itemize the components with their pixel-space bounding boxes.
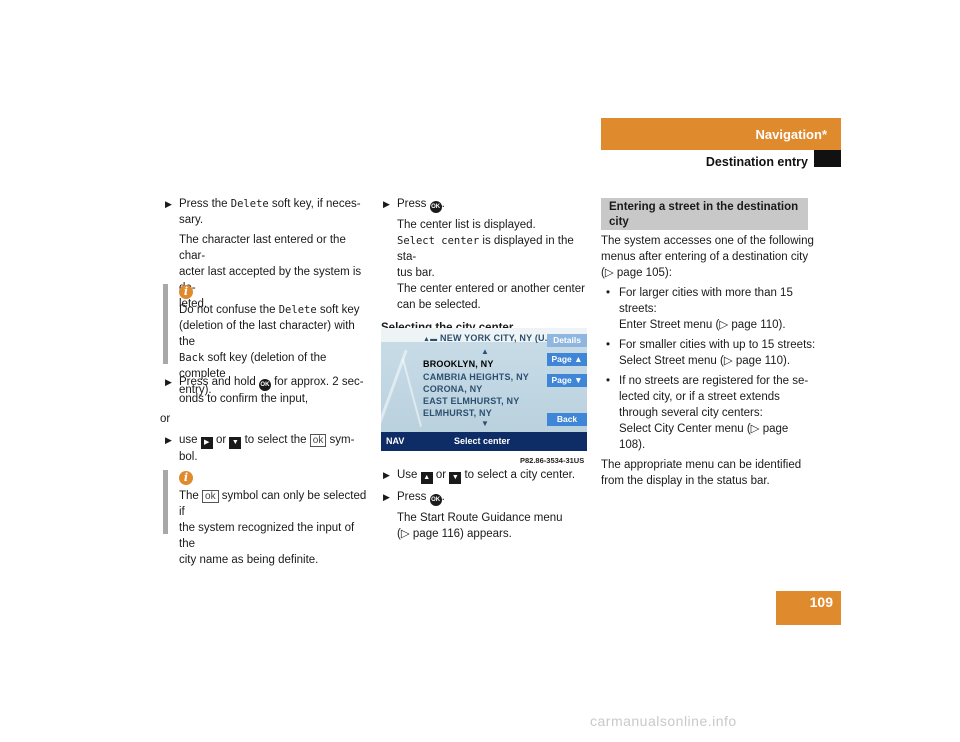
page-ref-icon: ▷ xyxy=(719,319,729,331)
step-arrow-icon: ▶ xyxy=(383,470,390,480)
step-arrow-icon: ▶ xyxy=(383,199,390,209)
bullet-icon: • xyxy=(606,375,611,387)
step-select-center: ▶ Use ▲ or ▼ to select a city center. xyxy=(381,467,591,484)
ok-symbol: ok xyxy=(309,434,327,447)
column-1-lower: ▶ Press and hold OK for approx. 2 sec- o… xyxy=(160,374,373,465)
display-screenshot: ▲▬ NEW YORK CITY, NY (U... ▲ BROOKLYN, N… xyxy=(381,328,587,451)
column-3: The system accesses one of the following… xyxy=(601,233,816,489)
up-button-icon: ▲ xyxy=(420,472,433,484)
header-marker xyxy=(814,150,841,167)
header-subtitle: Destination entry xyxy=(705,155,808,169)
softkey-details: Details xyxy=(547,334,587,347)
display-list-item: EAST ELMHURST, NY xyxy=(423,396,520,406)
step-arrow-icon: ▶ xyxy=(165,377,172,387)
info-note-2: i The ok symbol can only be selected if … xyxy=(163,470,373,566)
display-top-city: ▲▬ NEW YORK CITY, NY (U... xyxy=(423,333,553,343)
step-press-hold: ▶ Press and hold OK for approx. 2 sec- o… xyxy=(165,376,364,405)
step-arrow-icon: ▶ xyxy=(165,199,172,209)
watermark: carmanualsonline.info xyxy=(590,713,737,729)
info-note-1: i Do not confuse the Delete soft key (de… xyxy=(163,284,373,396)
or-text: or xyxy=(160,413,171,425)
page-ref-icon: ▷ xyxy=(400,528,410,540)
column-2-lower: ▶ Use ▲ or ▼ to select a city center. ▶ … xyxy=(381,467,591,542)
step-arrow-icon: ▶ xyxy=(165,435,172,445)
display-list-item: BROOKLYN, NY xyxy=(423,359,494,369)
display-status-bar: NAV Select center xyxy=(381,432,587,451)
softkey-back: Back xyxy=(547,413,587,426)
ok-button-icon: OK xyxy=(258,379,271,391)
display-list-item: ELMHURST, NY xyxy=(423,408,492,418)
header-title: Navigation* xyxy=(755,127,827,142)
header-bar: Navigation* xyxy=(601,118,841,150)
bullet-larger-cities: • For larger cities with more than 15 st… xyxy=(606,287,793,331)
step-arrow-icon: ▶ xyxy=(383,492,390,502)
down-button-icon: ▼ xyxy=(229,437,242,449)
step-delete: ▶ Press the Delete soft key, if neces- s… xyxy=(165,198,361,226)
bullet-no-streets: • If no streets are registered for the s… xyxy=(606,375,809,451)
step-select-ok: ▶ use ▶ or ▼ to select the ok sym- bol. xyxy=(165,434,355,463)
street-outro: The appropriate menu can be identified f… xyxy=(601,459,802,487)
display-list-item: CORONA, NY xyxy=(423,384,483,394)
column-2: ▶ Press OK. The center list is displayed… xyxy=(381,196,591,336)
display-top-bar xyxy=(381,328,587,342)
step-press-ok: ▶ Press OK. xyxy=(381,196,591,213)
info-icon: i xyxy=(179,285,193,299)
screenshot-caption: P82.86-3534-31US xyxy=(520,456,585,465)
page-ref-icon: ▷ xyxy=(604,267,614,279)
section-heading-street: Entering a street in the destination cit… xyxy=(601,198,808,230)
page-ref-icon: ▷ xyxy=(750,423,760,435)
down-button-icon: ▼ xyxy=(449,472,462,484)
status-select-center: Select center xyxy=(454,436,511,446)
bullet-icon: • xyxy=(606,339,611,351)
step-press-ok-2-desc: The Start Route Guidance menu (▷ page 11… xyxy=(397,512,563,540)
step-press-ok-desc: The center list is displayed. Select cen… xyxy=(397,219,585,311)
ok-button-icon: OK xyxy=(429,201,442,213)
step-press-ok-2: ▶ Press OK. xyxy=(381,489,591,506)
ok-button-icon: OK xyxy=(429,494,442,506)
info-icon: i xyxy=(179,471,193,485)
page-ref-icon: ▷ xyxy=(723,355,733,367)
bullet-smaller-cities: • For smaller cities with up to 15 stree… xyxy=(606,339,816,367)
status-nav: NAV xyxy=(386,436,405,446)
right-button-icon: ▶ xyxy=(200,437,213,449)
bullet-icon: • xyxy=(606,287,611,299)
display-list-item: CAMBRIA HEIGHTS, NY xyxy=(423,372,529,382)
softkey-delete: Delete xyxy=(230,198,269,210)
page-number: 109 xyxy=(776,591,841,625)
scroll-up-icon: ▲ xyxy=(481,347,489,356)
street-intro: The system accesses one of the following… xyxy=(601,235,814,279)
softkey-page-up: Page ▲ xyxy=(547,353,587,366)
softkey-page-down: Page ▼ xyxy=(547,374,587,387)
scroll-down-icon: ▼ xyxy=(481,419,489,428)
